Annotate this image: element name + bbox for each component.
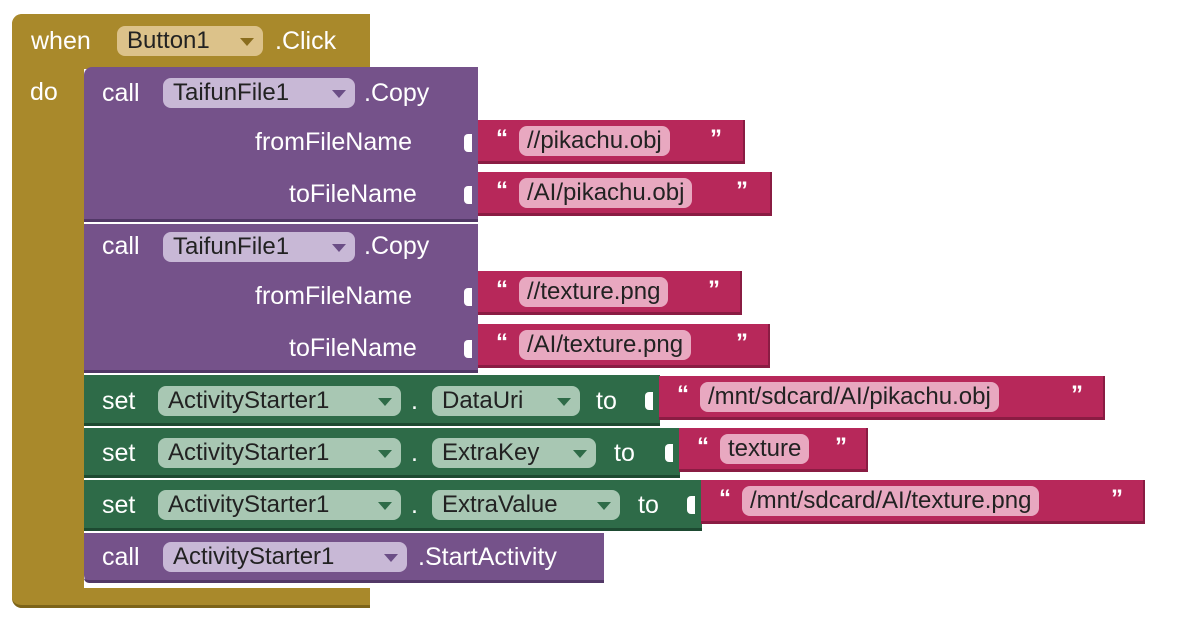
activitystarter1-dropdown[interactable]: ActivityStarter1 xyxy=(163,542,407,572)
event-block-footer xyxy=(12,588,370,608)
close-quote: ” xyxy=(710,125,722,152)
chevron-down-icon[interactable] xyxy=(332,244,346,252)
activitystarter1-dropdown-label: ActivityStarter1 xyxy=(168,439,330,466)
open-quote: “ xyxy=(697,433,709,460)
string-block-extrakey-value[interactable]: “ texture ” xyxy=(679,428,868,472)
property-dropdown-label: ExtraKey xyxy=(442,439,540,466)
method-label: .StartActivity xyxy=(418,543,557,571)
property-extravalue-dropdown[interactable]: ExtraValue xyxy=(432,490,620,520)
close-quote: ” xyxy=(736,329,748,356)
chevron-down-icon[interactable] xyxy=(557,398,571,406)
param-socket xyxy=(462,184,472,206)
param-fromfilename-label: fromFileName xyxy=(255,128,412,156)
dot-label: . xyxy=(411,491,418,519)
method-label: .Copy xyxy=(364,232,430,260)
taifunfile1-dropdown[interactable]: TaifunFile1 xyxy=(163,232,355,262)
method-label: .Copy xyxy=(364,79,430,107)
string-value[interactable]: /mnt/sdcard/AI/pikachu.obj xyxy=(700,382,999,412)
param-socket xyxy=(462,132,472,154)
open-quote: “ xyxy=(496,125,508,152)
property-dropdown-label: ExtraValue xyxy=(442,491,558,518)
property-datauri-dropdown[interactable]: DataUri xyxy=(432,386,580,416)
chevron-down-icon[interactable] xyxy=(573,450,587,458)
property-extrakey-dropdown[interactable]: ExtraKey xyxy=(432,438,596,468)
value-socket xyxy=(685,494,695,516)
activitystarter1-dropdown-label: ActivityStarter1 xyxy=(168,491,330,518)
block-bottom-edge xyxy=(84,578,604,583)
do-label: do xyxy=(30,78,58,106)
button1-dropdown-label: Button1 xyxy=(127,27,210,54)
to-label: to xyxy=(614,439,635,467)
string-value[interactable]: //pikachu.obj xyxy=(519,126,670,156)
call-keyword: call xyxy=(102,232,140,260)
call-keyword: call xyxy=(102,543,140,571)
string-block-pikachu-source[interactable]: “ //pikachu.obj ” xyxy=(478,120,745,164)
event-name-label: .Click xyxy=(275,27,337,55)
activitystarter1-dropdown-label: ActivityStarter1 xyxy=(168,387,330,414)
property-dropdown-label: DataUri xyxy=(442,387,524,414)
string-value[interactable]: /mnt/sdcard/AI/texture.png xyxy=(742,486,1040,516)
value-socket xyxy=(643,390,653,412)
button1-dropdown[interactable]: Button1 xyxy=(117,26,263,56)
chevron-down-icon[interactable] xyxy=(597,502,611,510)
block-bottom-edge xyxy=(84,421,660,426)
string-value[interactable]: /AI/texture.png xyxy=(519,330,692,360)
open-quote: “ xyxy=(719,485,731,512)
open-quote: “ xyxy=(496,329,508,356)
param-tofilename-label: toFileName xyxy=(289,180,417,208)
block-bottom-edge xyxy=(84,368,478,373)
dot-label: . xyxy=(411,439,418,467)
string-block-extravalue-value[interactable]: “ /mnt/sdcard/AI/texture.png ” xyxy=(701,480,1145,524)
close-quote: ” xyxy=(1111,485,1123,512)
string-block-pikachu-dest[interactable]: “ /AI/pikachu.obj ” xyxy=(478,172,772,216)
close-quote: ” xyxy=(835,433,847,460)
block-bottom-edge xyxy=(84,473,680,478)
open-quote: “ xyxy=(496,276,508,303)
dot-label: . xyxy=(411,387,418,415)
event-block-when-button1-click[interactable] xyxy=(12,14,370,608)
chevron-down-icon[interactable] xyxy=(378,502,392,510)
activitystarter1-dropdown[interactable]: ActivityStarter1 xyxy=(158,490,401,520)
param-fromfilename-label: fromFileName xyxy=(255,282,412,310)
set-keyword: set xyxy=(102,491,136,519)
open-quote: “ xyxy=(496,177,508,204)
close-quote: ” xyxy=(1071,381,1083,408)
taifunfile1-dropdown[interactable]: TaifunFile1 xyxy=(163,78,355,108)
chevron-down-icon[interactable] xyxy=(240,38,254,46)
string-block-datauri-value[interactable]: “ /mnt/sdcard/AI/pikachu.obj ” xyxy=(659,376,1105,420)
chevron-down-icon[interactable] xyxy=(378,450,392,458)
set-keyword: set xyxy=(102,387,136,415)
string-value[interactable]: //texture.png xyxy=(519,277,669,307)
close-quote: ” xyxy=(736,177,748,204)
to-label: to xyxy=(638,491,659,519)
when-label: when xyxy=(31,27,91,55)
set-keyword: set xyxy=(102,439,136,467)
string-block-texture-source[interactable]: “ //texture.png ” xyxy=(478,271,742,315)
block-bottom-edge xyxy=(84,217,478,222)
activitystarter1-dropdown[interactable]: ActivityStarter1 xyxy=(158,438,401,468)
chevron-down-icon[interactable] xyxy=(384,554,398,562)
open-quote: “ xyxy=(677,381,689,408)
activitystarter1-dropdown[interactable]: ActivityStarter1 xyxy=(158,386,401,416)
event-block-left-bar xyxy=(12,14,84,608)
string-value[interactable]: /AI/pikachu.obj xyxy=(519,178,693,208)
taifunfile1-dropdown-label: TaifunFile1 xyxy=(173,79,290,106)
activitystarter1-dropdown-label: ActivityStarter1 xyxy=(173,543,335,570)
param-socket xyxy=(462,286,472,308)
value-socket xyxy=(663,442,673,464)
block-bottom-edge xyxy=(84,526,702,531)
to-label: to xyxy=(596,387,617,415)
param-socket xyxy=(462,338,472,360)
string-value[interactable]: texture xyxy=(720,434,810,464)
chevron-down-icon[interactable] xyxy=(332,90,346,98)
param-tofilename-label: toFileName xyxy=(289,334,417,362)
taifunfile1-dropdown-label: TaifunFile1 xyxy=(173,233,290,260)
chevron-down-icon[interactable] xyxy=(378,398,392,406)
string-block-texture-dest[interactable]: “ /AI/texture.png ” xyxy=(478,324,770,368)
close-quote: ” xyxy=(708,276,720,303)
call-keyword: call xyxy=(102,79,140,107)
